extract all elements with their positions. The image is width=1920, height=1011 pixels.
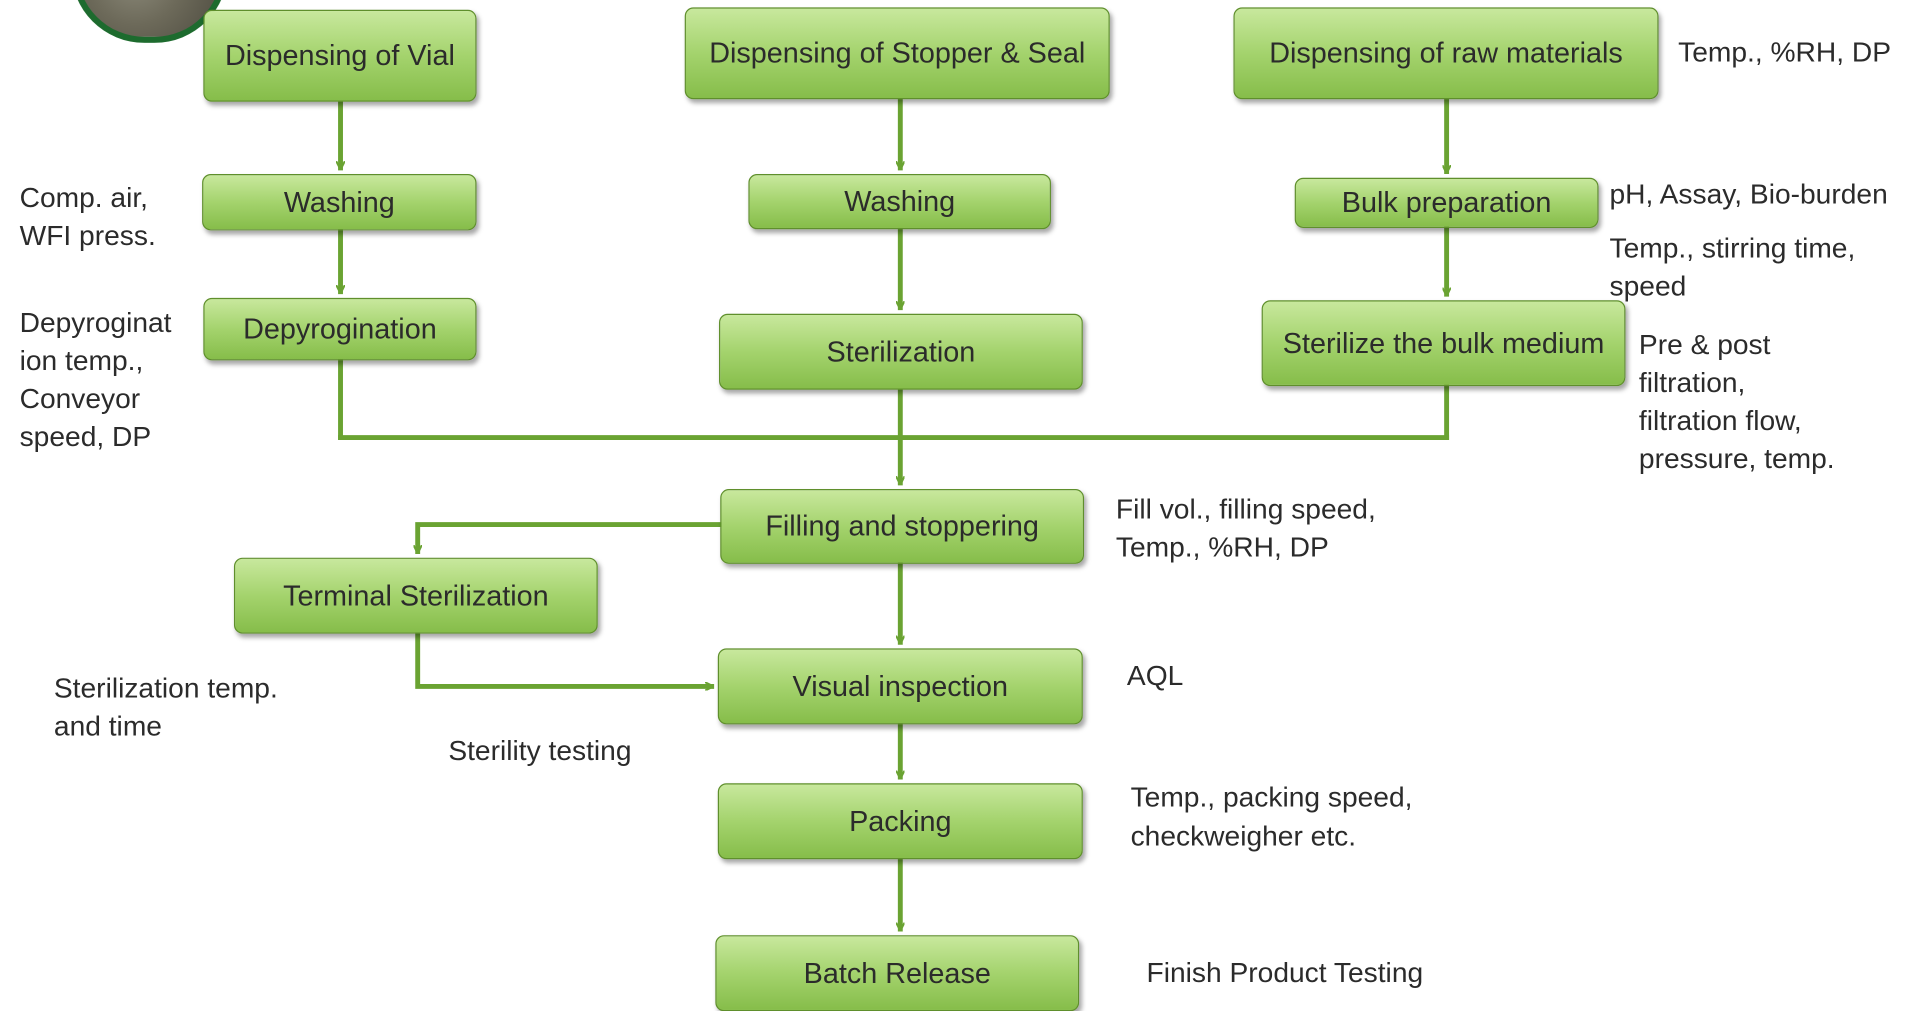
- box-dispensing-stopper: Dispensing of Stopper & Seal: [684, 7, 1110, 100]
- note-sterility-testing: Sterility testing: [448, 734, 632, 767]
- box-dispensing-raw: Dispensing of raw materials: [1233, 7, 1659, 100]
- note-comp-air-line1: Comp. air,: [19, 181, 149, 214]
- arrow-filling-to-terminal: [418, 522, 723, 555]
- note-filtration-line4: pressure, temp.: [1638, 442, 1835, 475]
- box-sterilize-bulk: Sterilize the bulk medium: [1261, 300, 1626, 387]
- note-finish-testing: Finish Product Testing: [1146, 956, 1424, 988]
- box-visual-inspection: Visual inspection: [717, 648, 1083, 725]
- box-washing-vial: Washing: [202, 174, 477, 231]
- note-filling-line2: Temp., %RH, DP: [1115, 530, 1329, 563]
- note-aql: AQL: [1126, 659, 1184, 692]
- note-depyro-line2: ion temp.,: [19, 344, 144, 377]
- arrow-terminal-to-visual: [415, 631, 715, 687]
- box-packing: Packing: [717, 783, 1083, 860]
- note-bulk-line3: speed: [1609, 269, 1687, 302]
- note-filtration-line1: Pre & post: [1638, 328, 1771, 361]
- note-bulk-line1: pH, Assay, Bio-burden: [1609, 177, 1888, 210]
- note-depyro-line1: Depyroginat: [19, 306, 172, 339]
- box-batch-release: Batch Release: [715, 935, 1080, 1011]
- note-bulk-line2: Temp., stirring time,: [1609, 231, 1856, 264]
- note-depyro-line4: speed, DP: [19, 420, 152, 453]
- box-filling-stoppering: Filling and stoppering: [720, 489, 1085, 564]
- note-filling-line1: Fill vol., filling speed,: [1115, 492, 1376, 525]
- box-bulk-preparation: Bulk preparation: [1294, 177, 1599, 228]
- box-terminal-sterilization: Terminal Sterilization: [233, 557, 598, 634]
- box-washing-stopper: Washing: [748, 174, 1051, 230]
- box-sterilization: Sterilization: [719, 313, 1083, 390]
- note-filtration-line2: filtration,: [1638, 366, 1746, 399]
- note-packing-line1: Temp., packing speed,: [1130, 780, 1413, 813]
- note-terminal-line1: Sterilization temp.: [53, 671, 278, 704]
- box-dispensing-vial: Dispensing of Vial: [203, 9, 477, 102]
- note-filtration-line3: filtration flow,: [1638, 404, 1802, 437]
- note-packing-line2: checkweigher etc.: [1130, 819, 1357, 852]
- note-terminal-line2: and time: [53, 709, 162, 742]
- note-raw-materials-params: Temp., %RH, DP: [1678, 35, 1892, 68]
- box-depyrogination: Depyrogination: [203, 297, 477, 361]
- note-depyro-line3: Conveyor: [19, 382, 141, 415]
- note-comp-air-line2: WFI press.: [19, 219, 156, 252]
